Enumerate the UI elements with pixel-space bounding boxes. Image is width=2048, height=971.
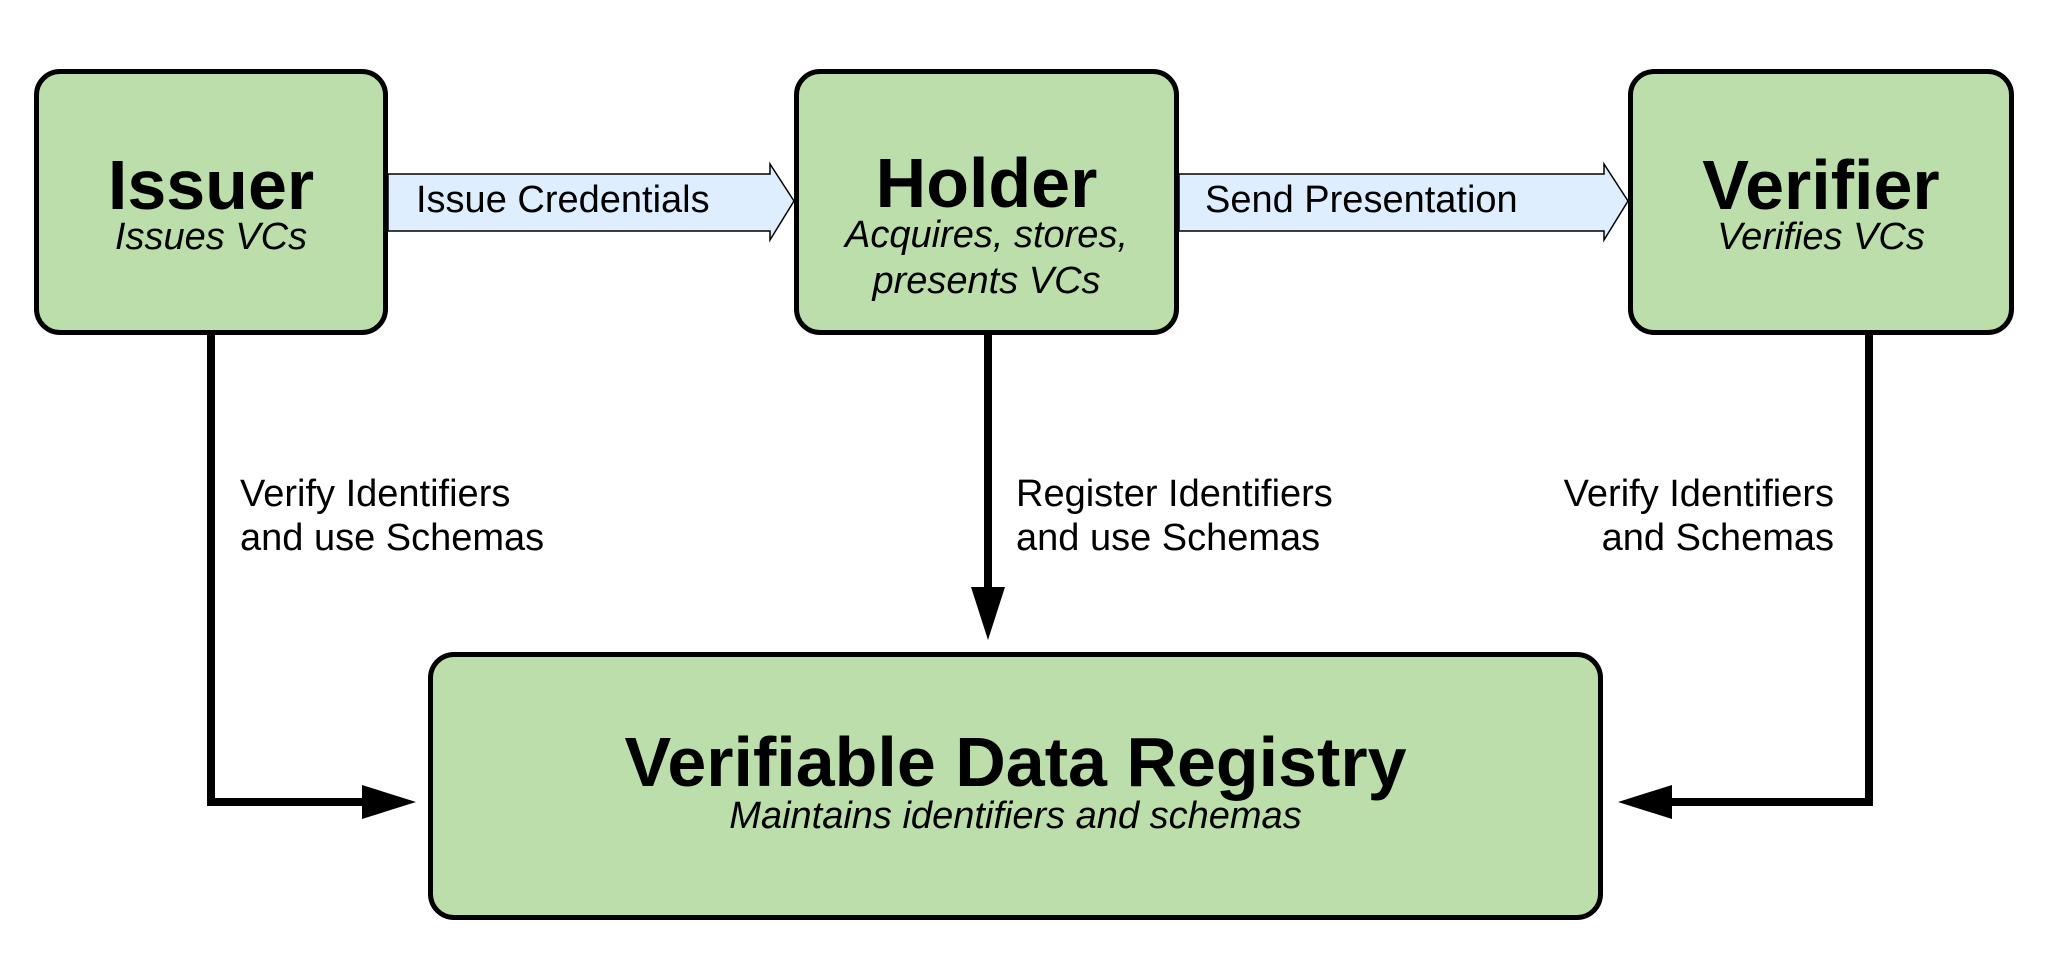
holder-subtitle: Acquires, stores, presents VCs	[845, 214, 1128, 302]
holder-registry-label: Register Identifiers and use Schemas	[1016, 473, 1333, 559]
verifier-node: Verifier Verifies VCs	[1628, 69, 2014, 335]
verifier-subtitle: Verifies VCs	[1717, 216, 1925, 258]
holder-node: Holder Acquires, stores, presents VCs	[794, 69, 1179, 335]
issuer-registry-connector	[207, 335, 366, 806]
issuer-registry-label: Verify Identifiers and use Schemas	[240, 473, 545, 559]
verifier-registry-connector	[1668, 335, 1873, 806]
holder-title: Holder	[875, 144, 1098, 222]
registry-node: Verifiable Data Registry Maintains ident…	[428, 652, 1603, 920]
verifier-registry-arrowhead	[1618, 785, 1672, 819]
registry-subtitle: Maintains identifiers and schemas	[729, 795, 1302, 837]
send-presentation-arrow	[1178, 161, 1629, 243]
verifier-registry-label: Verify Identifiers and Schemas	[1563, 473, 1834, 559]
issuer-title: Issuer	[107, 146, 315, 224]
holder-registry-arrowhead	[971, 587, 1005, 640]
issue-credentials-label: Issue Credentials	[416, 179, 710, 221]
issuer-registry-arrowhead	[362, 785, 416, 819]
issuer-node: Issuer Issues VCs	[34, 69, 388, 335]
registry-title: Verifiable Data Registry	[624, 723, 1407, 801]
send-presentation-label: Send Presentation	[1205, 179, 1518, 221]
issue-credentials-arrow	[387, 161, 795, 243]
issuer-subtitle: Issues VCs	[114, 216, 308, 258]
verifier-title: Verifier	[1702, 146, 1940, 224]
